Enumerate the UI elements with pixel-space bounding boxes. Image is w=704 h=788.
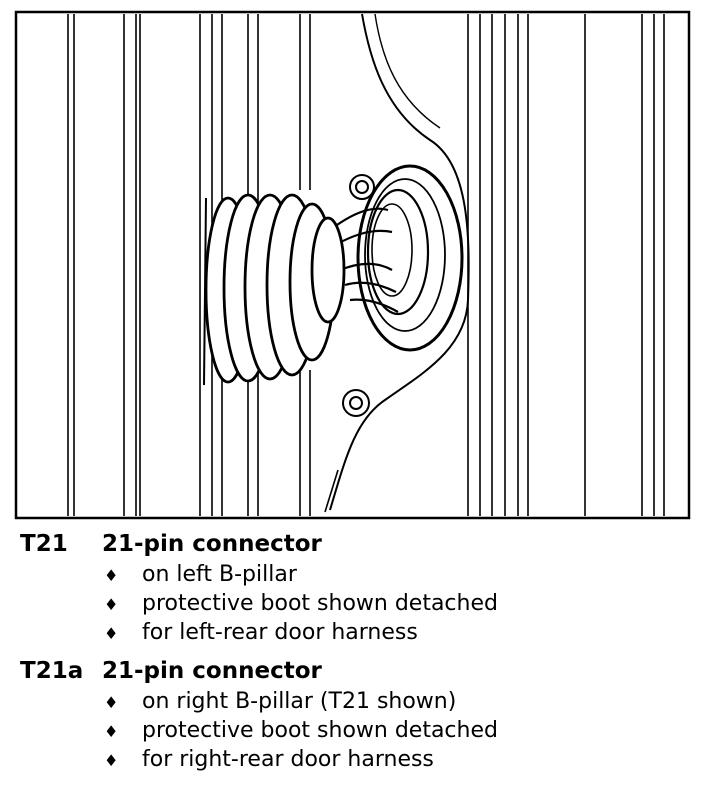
bullet-list: ♦ on right B-pillar (T21 shown) ♦ protecti… — [20, 687, 690, 774]
bullet-text: on left B-pillar — [142, 562, 297, 587]
connector-code: T21a — [20, 658, 84, 684]
upper-nut — [349, 174, 375, 200]
pillar-recess — [329, 13, 470, 511]
diamond-bullet-icon: ♦ — [104, 722, 119, 741]
bullet-text: for left-rear door harness — [142, 620, 418, 645]
diamond-bullet-icon: ♦ — [104, 693, 119, 712]
lower-nut — [342, 389, 370, 417]
legend: T21 21-pin connector ♦ on left B-pillar ♦… — [20, 528, 690, 774]
list-item: ♦ on right B-pillar (T21 shown) — [104, 687, 690, 716]
bullet-text: protective boot shown detached — [142, 591, 498, 616]
bullet-text: protective boot shown detached — [142, 718, 498, 743]
list-item: ♦ on left B-pillar — [104, 560, 690, 589]
bullet-text: on right B-pillar (T21 shown) — [142, 689, 457, 714]
protective-boot — [204, 193, 346, 384]
connector-code: T21 — [20, 531, 68, 557]
legend-entry-t21a: T21a 21-pin connector ♦ on right B-pillar… — [20, 655, 690, 774]
list-item: ♦ protective boot shown detached — [104, 716, 690, 745]
connector-illustration — [14, 10, 691, 520]
list-item: ♦ for right-rear door harness — [104, 745, 690, 774]
pillar-seam — [324, 469, 339, 513]
connector-title: 21-pin connector — [102, 658, 322, 684]
boot-cut-edge — [203, 197, 207, 386]
connector-title: 21-pin connector — [102, 531, 322, 557]
diamond-bullet-icon: ♦ — [104, 751, 119, 770]
bullet-text: for right-rear door harness — [142, 747, 434, 772]
connector-grommet — [356, 164, 464, 352]
entry-header: T21 21-pin connector — [20, 528, 690, 560]
pillar-recess-inner — [374, 13, 441, 129]
legend-entry-t21: T21 21-pin connector ♦ on left B-pillar ♦… — [20, 528, 690, 647]
diamond-bullet-icon: ♦ — [104, 595, 119, 614]
bullet-list: ♦ on left B-pillar ♦ protective boot shown… — [20, 560, 690, 647]
list-item: ♦ for left-rear door harness — [104, 618, 690, 647]
entry-header: T21a 21-pin connector — [20, 655, 690, 687]
diamond-bullet-icon: ♦ — [104, 566, 119, 585]
list-item: ♦ protective boot shown detached — [104, 589, 690, 618]
diamond-bullet-icon: ♦ — [104, 624, 119, 643]
